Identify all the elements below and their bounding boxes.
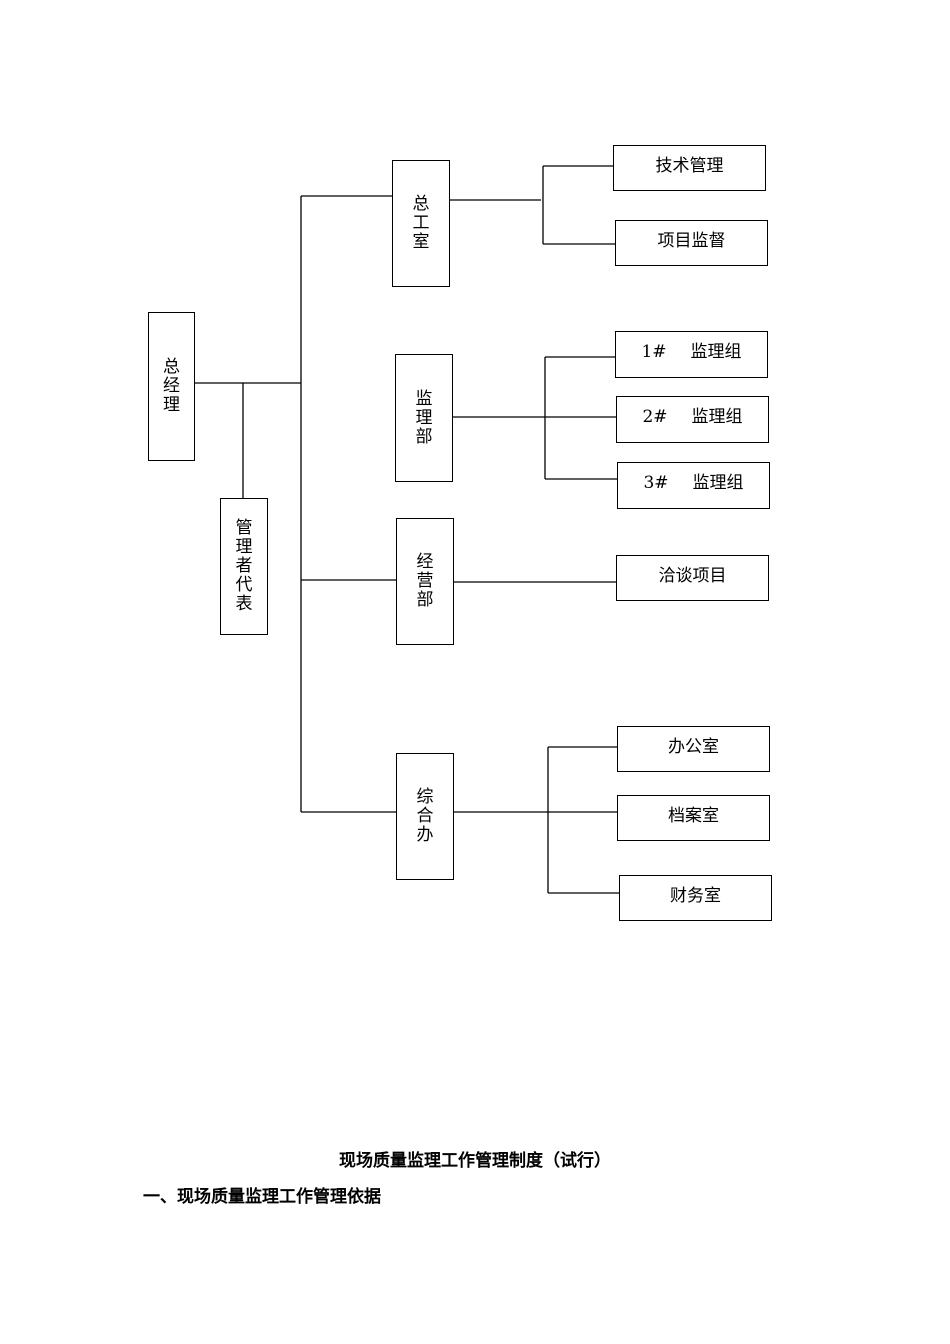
label-char: 营 [416,571,434,591]
label-char: 监 [415,388,433,409]
node-dept-chief-engineer: 总工室 [392,160,450,287]
label-char: 经 [416,552,434,572]
label-char: 总 [412,194,430,214]
label-char: 管 [235,518,253,538]
label-char: 理 [163,395,180,415]
node-unit-group-2: 2# 监理组 [616,396,769,443]
node-unit-finance: 财务室 [619,875,772,921]
group-number: 3# [643,473,669,493]
label-char: 工 [412,213,430,233]
node-management-representative: 管理者代表 [220,498,268,635]
node-label: 综合办 [417,788,434,845]
node-dept-general-office: 综合办 [396,753,454,880]
node-general-manager: 总经理 [148,312,195,461]
label-char: 表 [235,594,253,614]
node-unit-group-1: 1# 监理组 [615,331,768,378]
node-unit-project-negotiation: 洽谈项目 [616,555,769,601]
label-char: 者 [235,556,253,576]
node-unit-tech-management: 技术管理 [613,145,766,191]
node-label: 管理者代表 [236,519,253,614]
group-label: 监理组 [691,407,743,427]
node-unit-project-supervision: 项目监督 [615,220,768,266]
group-number: 1# [641,342,667,362]
node-label: 经营部 [417,553,434,610]
node-unit-archives: 档案室 [617,795,770,841]
document-title: 现场质量监理工作管理制度（试行） [339,1151,611,1171]
label-char: 综 [416,787,434,807]
label-char: 合 [416,806,434,826]
node-unit-office: 办公室 [617,726,770,772]
section-heading-1: 一、现场质量监理工作管理依据 [143,1187,381,1207]
node-dept-business: 经营部 [396,518,454,645]
char: 总经理 [163,358,180,415]
group-label: 监理组 [690,342,742,362]
group-number: 2# [642,407,668,427]
label-char: 理 [235,537,253,557]
label-char: 经 [163,376,180,396]
node-unit-group-3: 3# 监理组 [617,462,770,509]
label-char: 代 [235,575,253,595]
label-char: 理 [415,407,433,428]
node-label: 总工室 [413,195,430,252]
label-char: 总 [163,357,180,377]
label-char: 部 [415,426,433,447]
node-label: 监理部 [415,388,433,447]
label-char: 室 [412,232,430,252]
label-char: 办 [416,825,434,845]
label-char: 部 [416,590,434,610]
group-label: 监理组 [692,473,744,493]
node-label: 总经理 [163,358,180,415]
node-dept-supervision: 监理部 [395,354,453,482]
